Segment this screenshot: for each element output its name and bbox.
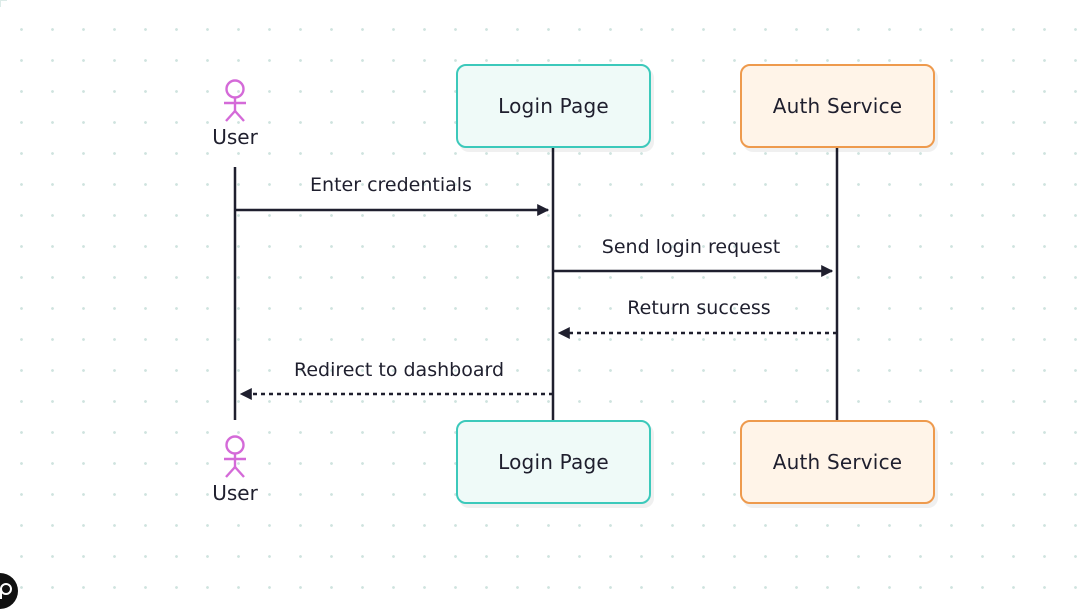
actor-user-bottom[interactable]: User bbox=[195, 434, 275, 505]
participant-login-page-top[interactable]: Login Page bbox=[456, 64, 651, 148]
corner-badge[interactable] bbox=[0, 573, 18, 609]
message-label-1: Enter credentials bbox=[310, 174, 472, 196]
participant-label: Login Page bbox=[498, 450, 609, 474]
participant-label: Auth Service bbox=[772, 450, 903, 474]
message-label-3: Return success bbox=[627, 297, 771, 319]
app-icon bbox=[0, 583, 12, 599]
participant-auth-service-top[interactable]: Auth Service bbox=[740, 64, 935, 148]
actor-user-top[interactable]: User bbox=[195, 78, 275, 149]
participant-login-page-bottom[interactable]: Login Page bbox=[456, 420, 651, 504]
participant-label: Login Page bbox=[498, 94, 609, 118]
message-label-4: Redirect to dashboard bbox=[293, 359, 505, 381]
participant-label: Auth Service bbox=[772, 94, 903, 118]
actor-user-label: User bbox=[212, 481, 258, 505]
participant-auth-service-bottom[interactable]: Auth Service bbox=[740, 420, 935, 504]
stick-figure-icon bbox=[224, 435, 246, 478]
stick-figure-icon bbox=[224, 79, 246, 122]
message-label-2: Send login request bbox=[601, 236, 781, 258]
actor-user-label: User bbox=[212, 125, 258, 149]
